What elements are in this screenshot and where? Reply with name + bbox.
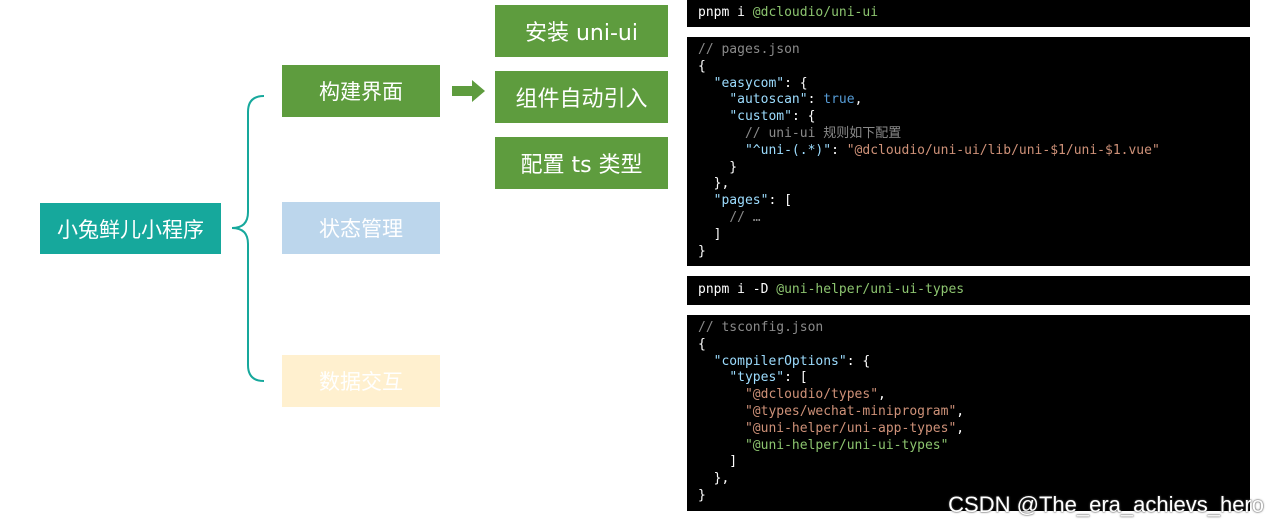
install-command-uni-ui: pnpm i @dcloudio/uni-ui bbox=[687, 0, 1250, 27]
arrow-icon bbox=[452, 80, 485, 102]
branch-data-interaction: 数据交互 bbox=[282, 355, 440, 407]
leaf-install-uni-ui: 安装 uni-ui bbox=[495, 5, 668, 57]
leaf-ts-types: 配置 ts 类型 bbox=[495, 137, 668, 189]
pages-json-code-block: // pages.json{ "easycom": { "autoscan": … bbox=[687, 37, 1250, 266]
branch-state-management: 状态管理 bbox=[282, 202, 440, 254]
watermark: CSDN @The_era_achievs_hero bbox=[948, 492, 1264, 517]
leaf-auto-import: 组件自动引入 bbox=[495, 71, 668, 123]
root-bracket bbox=[231, 95, 265, 382]
tsconfig-json-code-block: // tsconfig.json{ "compilerOptions": { "… bbox=[687, 315, 1250, 511]
branch-build-ui: 构建界面 bbox=[282, 65, 440, 117]
install-command-uni-ui-types: pnpm i -D @uni-helper/uni-ui-types bbox=[687, 276, 1250, 305]
root-node: 小兔鲜儿小程序 bbox=[40, 203, 221, 254]
